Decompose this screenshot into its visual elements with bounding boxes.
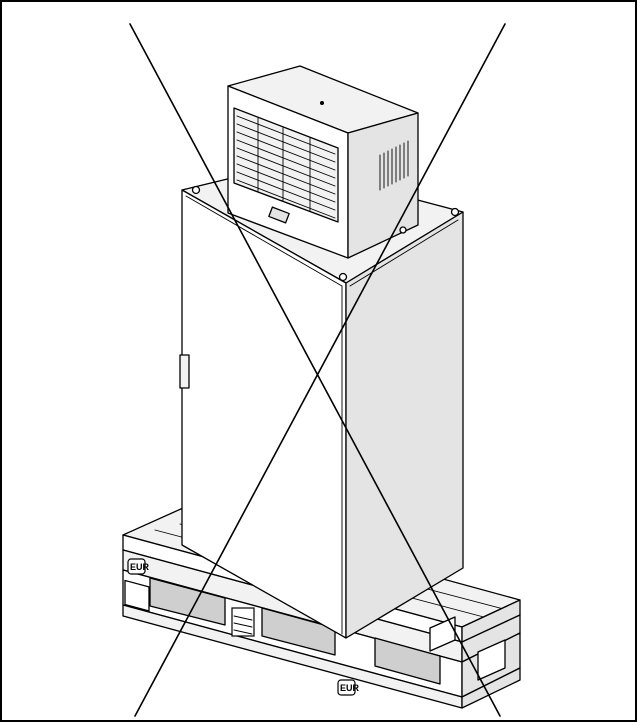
svg-text:EUR: EUR (340, 683, 360, 693)
prohibition-cross (129, 23, 506, 717)
rooftop-cooling-unit (227, 65, 419, 259)
grille-louvres (236, 115, 336, 219)
eur-mark-right: EUR (337, 679, 360, 696)
door-handle (179, 354, 190, 389)
svg-text:EUR: EUR (130, 562, 150, 572)
side-vents (379, 140, 409, 191)
center-block-label (231, 607, 255, 637)
unit-logo-badge (268, 206, 290, 224)
cooling-unit-side (347, 112, 419, 259)
cross-line-b (134, 23, 506, 717)
eur-mark-left: EUR (127, 558, 150, 575)
cabinet-side (345, 211, 464, 639)
cross-line-a (129, 23, 501, 717)
